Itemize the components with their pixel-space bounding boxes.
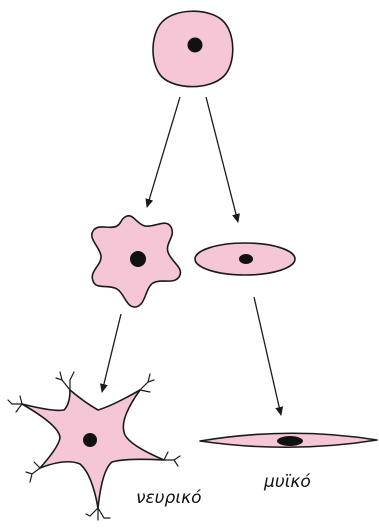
neuron-label: νευρικό — [136, 488, 202, 508]
intermediate-muscle-cell — [195, 243, 295, 275]
arrow-stem-to-intermediate-neuron — [147, 97, 180, 207]
arrow-stem-to-intermediate-muscle — [206, 97, 238, 222]
stem-cell — [153, 11, 233, 86]
muscle-cell-nucleus — [277, 436, 303, 446]
intermediate-muscle-cell-nucleus — [239, 254, 253, 264]
arrow-to-muscle-cell — [254, 297, 281, 415]
muscle-cell — [200, 433, 377, 447]
intermediate-neural-cell-nucleus — [130, 251, 146, 267]
muscle-label: μυϊκό — [264, 472, 311, 492]
intermediate-neural-cell — [92, 216, 181, 307]
stem-cell-nucleus — [188, 38, 203, 53]
arrow-to-neuron — [102, 314, 121, 392]
neuron-cell-nucleus — [83, 433, 97, 447]
